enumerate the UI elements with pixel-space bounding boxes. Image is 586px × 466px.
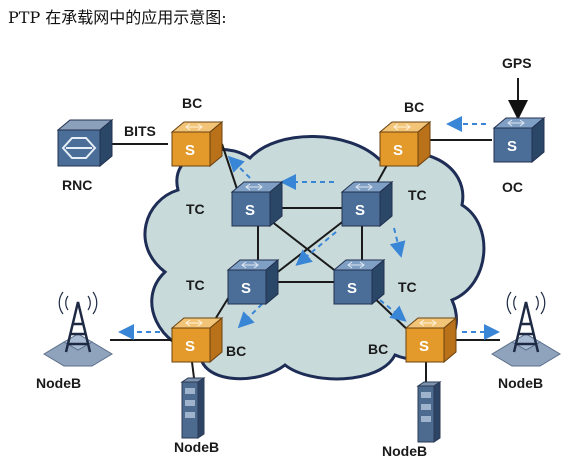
switch-glyph: S xyxy=(347,280,357,297)
oc-switch xyxy=(493,117,545,163)
clock-sync-arrows xyxy=(118,116,500,340)
tc-switch-top-left xyxy=(231,181,283,227)
switch-glyph: S xyxy=(507,138,517,155)
nodeb-right-tower-label: NodeB xyxy=(498,375,543,391)
tc-switch-bottom-left xyxy=(227,259,279,305)
bc-bottom-left-label: BC xyxy=(226,343,246,359)
oc-label: OC xyxy=(502,179,523,195)
switch-glyph: S xyxy=(241,280,251,297)
server-rack-icon xyxy=(181,377,205,439)
switch-glyph: S xyxy=(185,142,195,159)
antenna-tower-icon xyxy=(490,290,562,368)
sync-arrow-tc-diagonal xyxy=(295,231,337,266)
tc-top-right-label: TC xyxy=(408,187,427,203)
bc-switch-top-right xyxy=(379,121,431,167)
switch-glyph: S xyxy=(355,202,365,219)
switch-glyph: S xyxy=(419,338,429,355)
rnc-router-icon xyxy=(56,118,114,168)
bc-switch-bottom-right xyxy=(405,317,457,363)
tc-bottom-left-label: TC xyxy=(186,277,205,293)
rnc-label: RNC xyxy=(62,177,92,193)
nodeb-left-rack-label: NodeB xyxy=(174,439,219,455)
bc-bottom-right-label: BC xyxy=(368,341,388,357)
gps-label: GPS xyxy=(502,55,532,71)
antenna-tower-icon xyxy=(42,290,114,368)
bc-top-right-label: BC xyxy=(404,99,424,115)
nodeb-left-tower-label: NodeB xyxy=(36,375,81,391)
sync-arrow-tc-to-bc xyxy=(227,155,251,179)
sync-arrow-tc-to-bc-right xyxy=(379,299,407,322)
switch-glyph: S xyxy=(185,338,195,355)
switch-glyph: S xyxy=(393,142,403,159)
switch-glyph: S xyxy=(245,202,255,219)
bc-top-left-label: BC xyxy=(182,95,202,111)
sync-arrow-tc-down-right xyxy=(389,227,406,258)
bc-switch-top-left xyxy=(171,121,223,167)
server-rack-icon xyxy=(417,381,441,443)
bits-label: BITS xyxy=(124,123,156,139)
tc-switch-top-right xyxy=(341,181,393,227)
sync-arrow-tc-to-bc-left xyxy=(237,303,263,329)
diagram-title: PTP 在承载网中的应用示意图: xyxy=(8,8,227,27)
nodeb-right-rack-label: NodeB xyxy=(382,443,427,459)
bc-switch-bottom-left xyxy=(171,317,223,363)
tc-bottom-right-label: TC xyxy=(398,279,417,295)
tc-switch-bottom-right xyxy=(333,259,385,305)
tc-top-left-label: TC xyxy=(186,201,205,217)
